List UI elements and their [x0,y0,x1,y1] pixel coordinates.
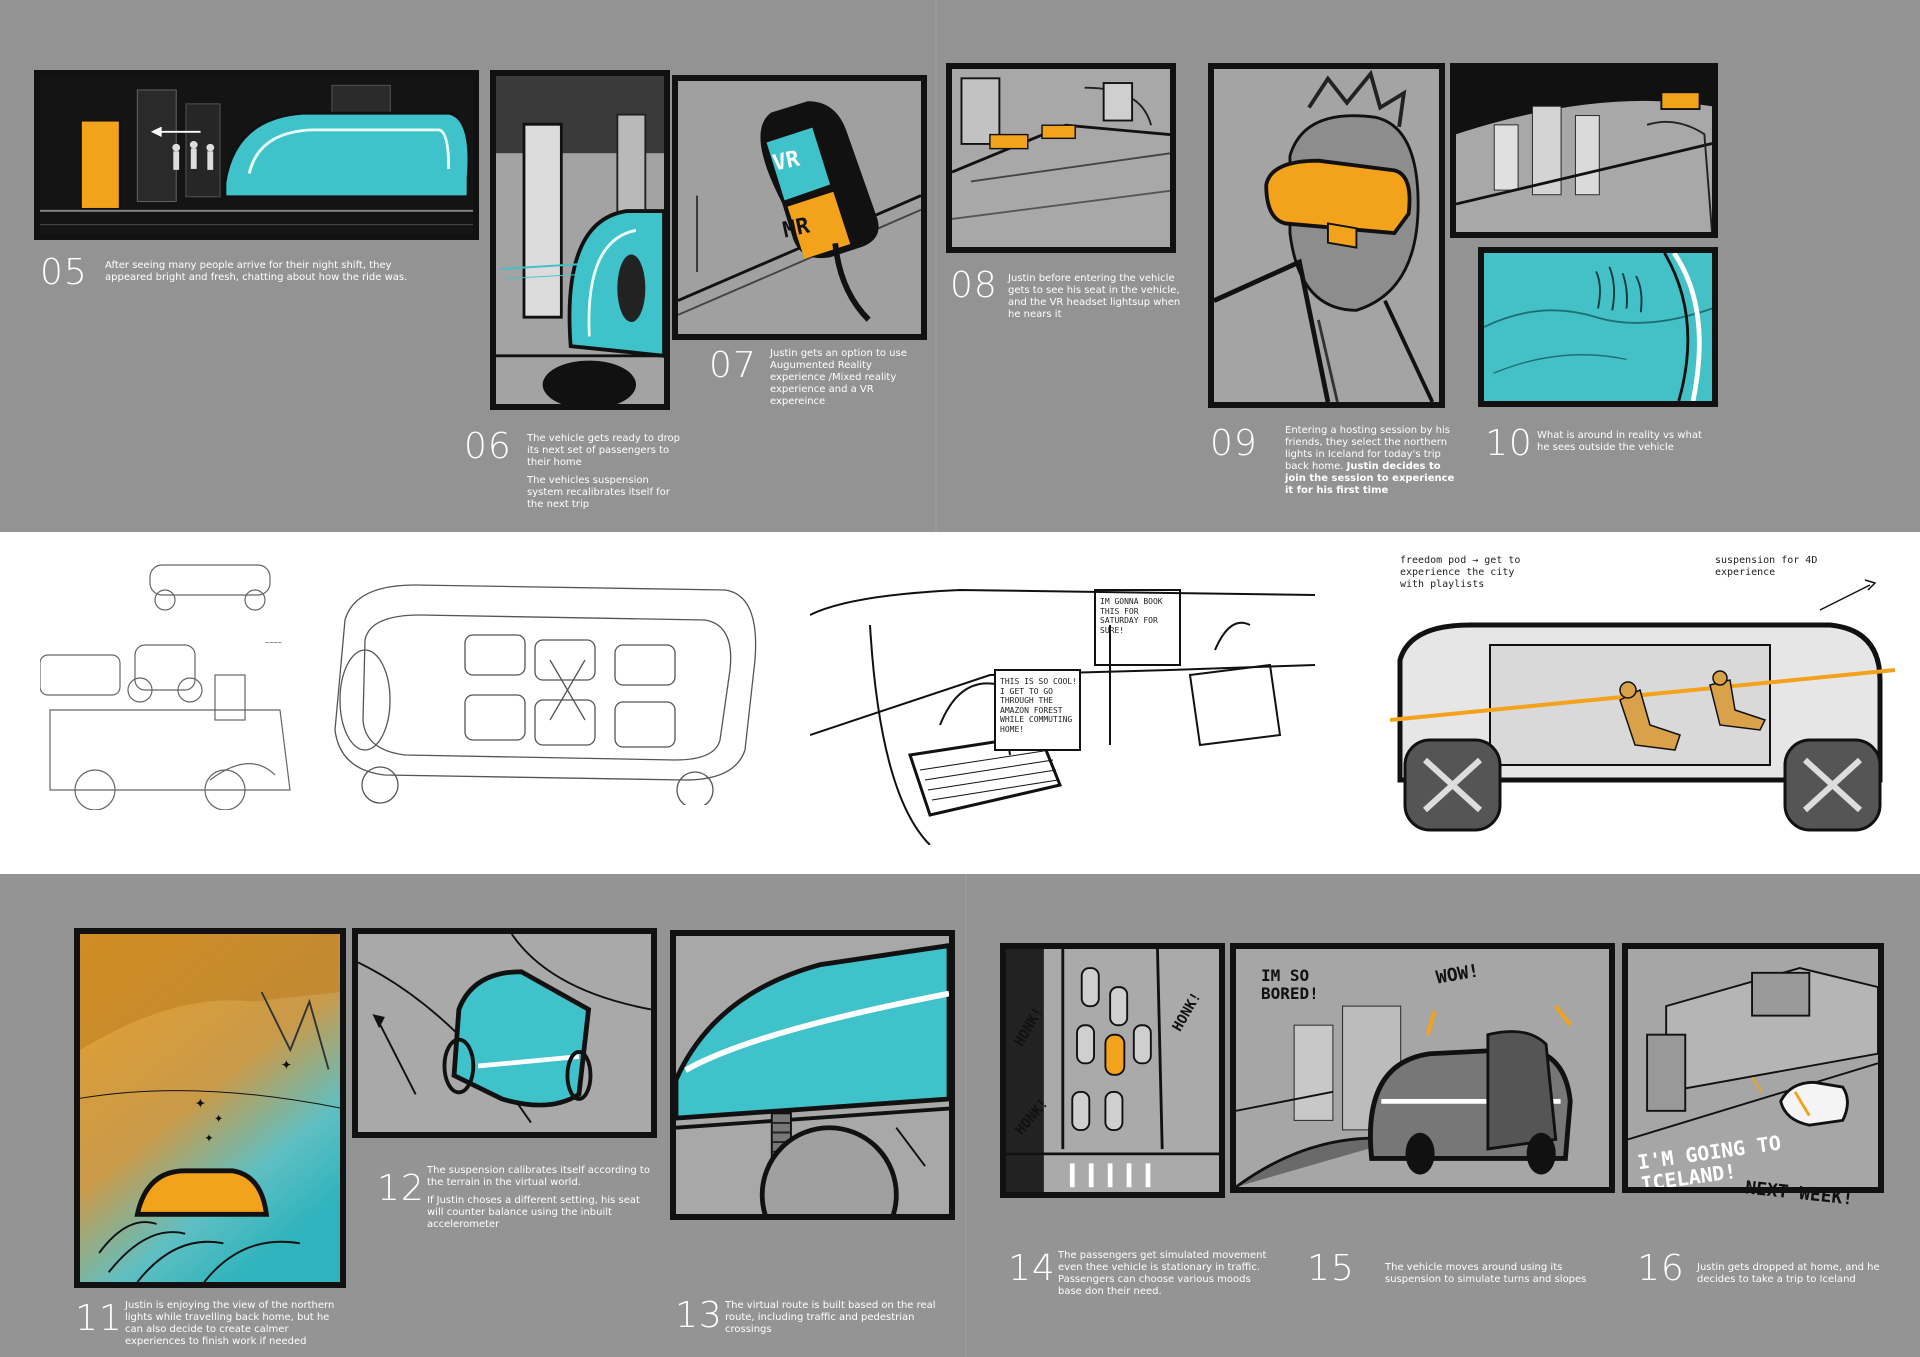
panel-12-number: 12 [377,1168,425,1209]
svg-text:~~~~: ~~~~ [265,639,282,647]
panel-09-caption: Entering a hosting session by his friend… [1285,425,1460,497]
panel-10-reality-image [1450,63,1718,238]
panel-09-number: 09 [1210,423,1258,464]
panel-10-number: 10 [1485,423,1533,464]
panel-05-caption: After seeing many people arrive for thei… [105,260,408,283]
screen-speech-bubble: IM GONNA BOOK THIS FOR SATURDAY FOR SURE… [1100,597,1163,635]
panel-07-caption: Justin gets an option to use Augumented … [770,348,907,407]
panel-06-image [490,70,670,410]
panel-06-caption-line-1: The vehicle gets ready to drop its next … [527,433,680,468]
panel-15-image: IM SO BORED! WOW! [1230,943,1615,1193]
panel-13-caption: The virtual route is built based on the … [725,1300,936,1335]
panel-13-number: 13 [675,1295,723,1336]
panel-10-caption: What is around in reality vs what he see… [1537,430,1702,453]
panel-06-number: 06 [464,426,512,467]
concept-sketch-vehicle-studies: ~~~~ [40,560,320,810]
panel-11-caption: Justin is enjoying the view of the north… [125,1300,335,1347]
svg-text:✦: ✦ [281,1057,292,1072]
panel-08-caption: Justin before entering the vehicle gets … [1008,273,1181,320]
panel-08-image [946,63,1176,253]
concept-sketch-interior-passengers: THIS IS SO COOL! I GET TO GO THROUGH THE… [810,555,1315,845]
concept-sketch-cabin-layout [325,580,765,805]
panel-14-image: HONK! HONK! HONK! [1000,943,1225,1198]
panel-10-virtual-image [1478,247,1718,407]
panel-12-image [352,928,657,1138]
spread-divider-top [935,0,937,532]
panel-16-caption: Justin gets dropped at home, and he deci… [1697,1262,1880,1285]
svg-text:✦: ✦ [214,1113,224,1125]
panel-09-image [1208,63,1445,408]
suspension-note: suspension for 4D experience [1715,555,1818,578]
panel-15-number: 15 [1307,1248,1355,1289]
panel-14-number: 14 [1008,1248,1056,1289]
panel-15-caption: The vehicle moves around using its suspe… [1385,1262,1587,1285]
panel-06-caption: The vehicle gets ready to drop its next … [527,433,687,517]
panel-08-number: 08 [950,265,998,306]
panel-09-caption-bold: Justin decides to join the session to ex… [1285,461,1455,496]
panel-05-image [34,70,479,240]
freedom-pod-note: freedom pod → get to experience the city… [1400,555,1521,590]
panel-06-caption-line-2: The vehicles suspension system recalibra… [527,475,670,510]
panel-16-image: I'M GOING TO ICELAND! [1622,943,1884,1193]
panel-14-caption: The passengers get simulated movement ev… [1058,1250,1267,1297]
svg-text:✦: ✦ [195,1096,206,1111]
panel-12-caption: The suspension calibrates itself accordi… [427,1165,657,1237]
passenger-speech-bubble: THIS IS SO COOL! I GET TO GO THROUGH THE… [1000,677,1078,734]
concept-sketch-vehicle-side-view: freedom pod → get to experience the city… [1390,550,1895,845]
bored-speech-label: IM SO BORED! [1261,966,1319,1003]
panel-05-number: 05 [40,252,88,293]
panel-12-caption-line-2: If Justin choses a different setting, hi… [427,1195,640,1230]
panel-13-image [670,930,955,1220]
panel-12-caption-line-1: The suspension calibrates itself accordi… [427,1165,650,1188]
spread-divider-bottom [965,874,967,1357]
panel-09-caption-text: Entering a hosting session by his friend… [1285,425,1450,472]
svg-text:✦: ✦ [204,1133,214,1145]
panel-11-number: 11 [75,1298,123,1339]
panel-07-image: VR MR [672,75,927,340]
panel-16-number: 16 [1637,1248,1685,1289]
panel-11-image: ✦✦✦✦ [74,928,346,1288]
panel-07-number: 07 [709,345,757,386]
